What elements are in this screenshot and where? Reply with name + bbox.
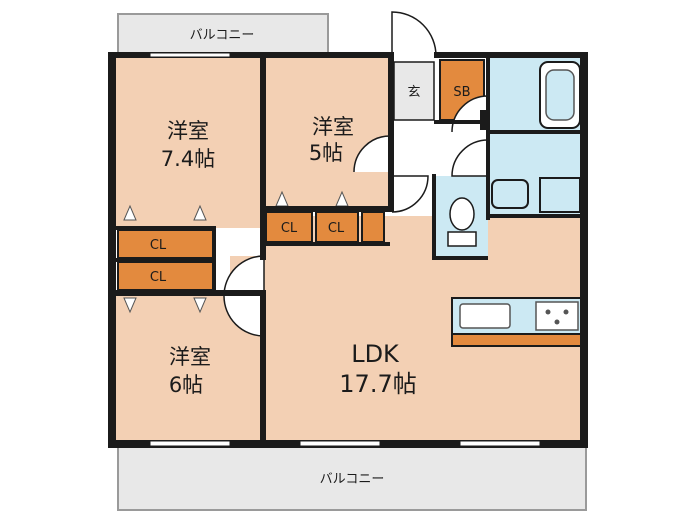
closet-b xyxy=(117,261,215,291)
washbasin-icon xyxy=(491,179,529,209)
closet-door-mark xyxy=(123,297,137,314)
door-swing-bedroom-b xyxy=(353,135,391,173)
burner-icon xyxy=(554,319,560,325)
door-swing-entrance xyxy=(391,11,437,57)
kitchen-sink xyxy=(459,303,511,329)
bedroom-a-size: 7.4帖 xyxy=(161,147,215,171)
kitchen-bar xyxy=(451,333,585,347)
bedroom-b-name: 洋室 xyxy=(312,115,354,139)
toilet-bowl-icon xyxy=(449,197,475,231)
bedroom-a-name: 洋室 xyxy=(167,119,209,143)
bedroom-c-name: 洋室 xyxy=(169,345,211,369)
balcony-bottom xyxy=(117,443,587,511)
bedroom-c-size: 6帖 xyxy=(169,373,203,397)
balcony-top-label: バルコニー xyxy=(190,28,255,43)
closet-a-label: CL xyxy=(150,238,167,253)
closet-b-label: CL xyxy=(150,270,167,285)
closet-e xyxy=(361,211,385,243)
entrance-floor xyxy=(393,61,435,121)
closet-d-label: CL xyxy=(328,221,345,236)
balcony-bottom-label: バルコニー xyxy=(320,472,385,487)
bedroom-b-size: 5帖 xyxy=(309,141,343,165)
bedroom-b xyxy=(264,56,390,208)
shoe-box-label: SB xyxy=(453,85,470,100)
door-swing-ldk xyxy=(391,175,429,213)
ldk-name: LDK xyxy=(351,340,400,368)
door-swing-hall xyxy=(451,139,489,177)
closet-door-mark xyxy=(193,297,207,314)
closet-door-mark xyxy=(193,204,207,221)
balcony-top xyxy=(117,13,329,57)
toilet-tank-icon xyxy=(447,231,477,247)
closet-door-mark xyxy=(123,204,137,221)
ldk-size: 17.7帖 xyxy=(339,370,416,398)
washer-pan-icon xyxy=(539,177,581,213)
entrance-label: 玄 xyxy=(407,85,420,100)
windows xyxy=(149,52,541,447)
burner-icon xyxy=(563,309,569,315)
kitchen-stove xyxy=(535,301,579,331)
closet-c-label: CL xyxy=(281,221,298,236)
burner-icon xyxy=(545,309,551,315)
bedroom-a xyxy=(116,56,264,228)
